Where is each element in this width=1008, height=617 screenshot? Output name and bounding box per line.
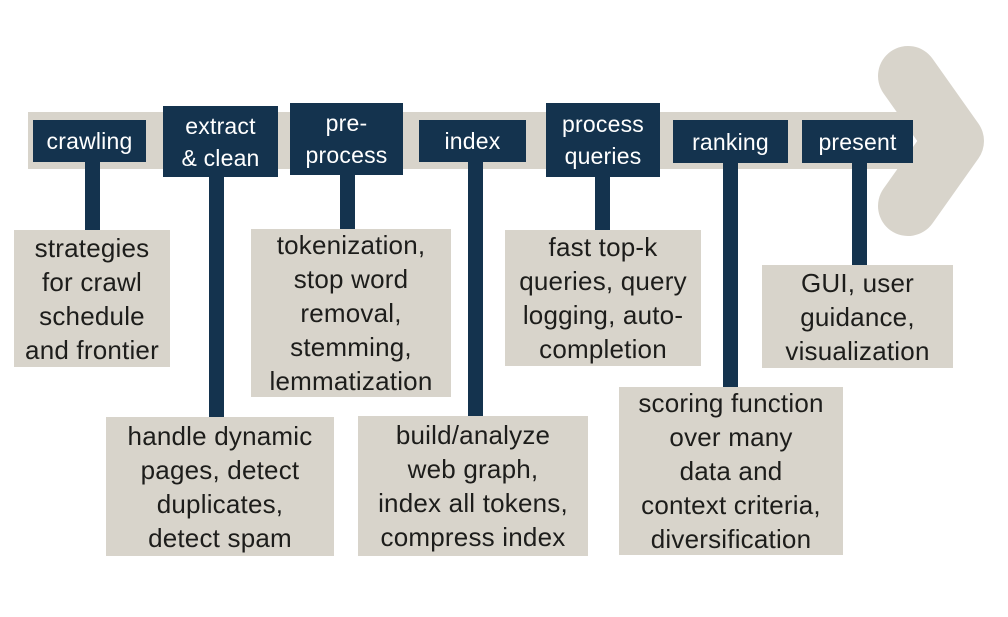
- stage-process-queries: process queries: [546, 103, 660, 177]
- desc-pre-process: tokenization, stop word removal, stemmin…: [251, 229, 451, 397]
- connector-present: [852, 161, 867, 269]
- desc-extract-clean: handle dynamic pages, detect duplicates,…: [106, 417, 334, 556]
- desc-present: GUI, user guidance, visualization: [762, 265, 953, 368]
- stage-present: present: [802, 120, 913, 163]
- desc-crawling: strategies for crawl schedule and fronti…: [14, 230, 170, 367]
- connector-ranking: [723, 161, 738, 391]
- connector-pre-process: [340, 173, 355, 233]
- stage-index: index: [419, 120, 526, 162]
- connector-crawling: [85, 160, 100, 234]
- stage-extract-clean: extract & clean: [163, 106, 278, 177]
- desc-ranking: scoring function over many data and cont…: [619, 387, 843, 555]
- desc-process-queries: fast top-k queries, query logging, auto-…: [505, 230, 701, 366]
- desc-index: build/analyze web graph, index all token…: [358, 416, 588, 556]
- connector-process-queries: [595, 175, 610, 234]
- stage-crawling: crawling: [33, 120, 146, 162]
- stage-pre-process: pre- process: [290, 103, 403, 175]
- stage-ranking: ranking: [673, 120, 788, 163]
- connector-extract-clean: [209, 175, 224, 421]
- connector-index: [468, 160, 483, 420]
